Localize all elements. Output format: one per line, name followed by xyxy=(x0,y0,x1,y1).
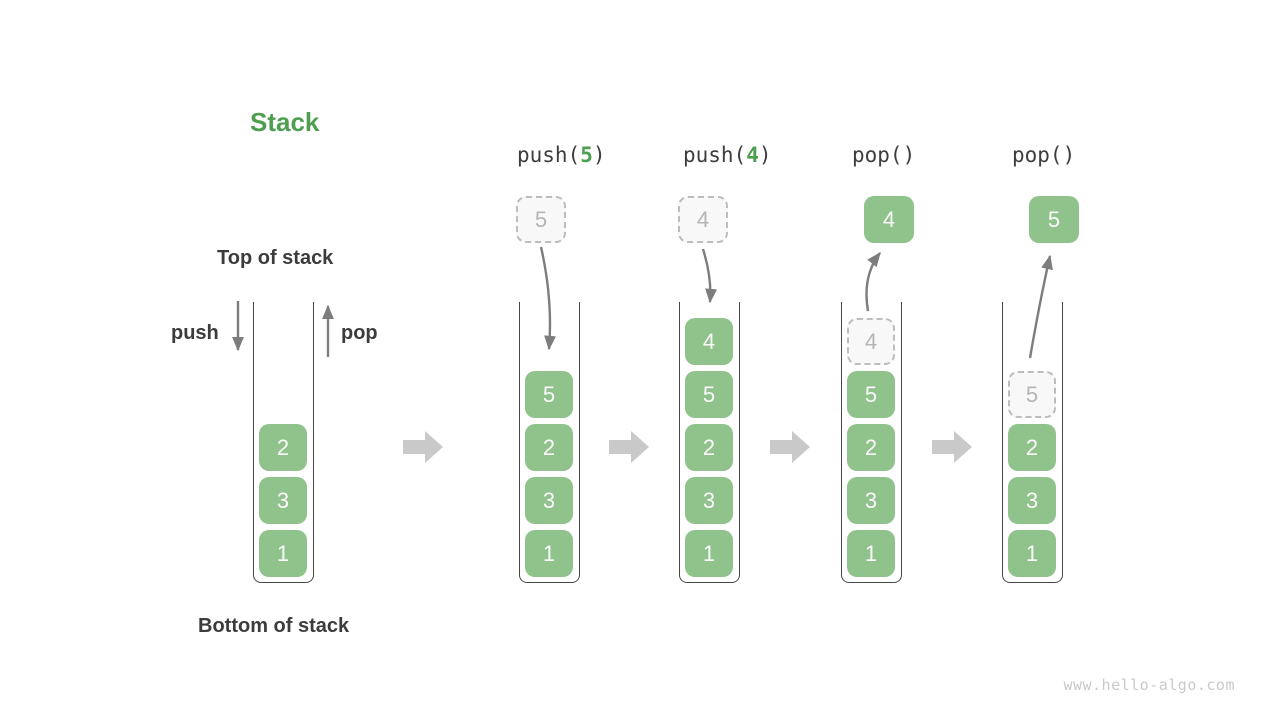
stack-block: 3 xyxy=(259,477,307,524)
op-label-pop-1: pop() xyxy=(852,143,915,167)
site-watermark: www.hello-algo.com xyxy=(1063,676,1235,694)
stack-block: 1 xyxy=(685,530,733,577)
transition-arrow-icon xyxy=(932,431,972,463)
transition-arrow-icon xyxy=(403,431,443,463)
stack-block: 1 xyxy=(525,530,573,577)
stack-container-initial: 2 3 1 xyxy=(253,302,314,583)
stack-block: 2 xyxy=(1008,424,1056,471)
op-text: push( xyxy=(683,143,747,167)
stack-block: 5 xyxy=(525,371,573,418)
transition-arrow-icon xyxy=(770,431,810,463)
stack-block: 2 xyxy=(685,424,733,471)
stack-container-pop-1: 4 5 2 3 1 xyxy=(841,302,902,583)
stack-block: 2 xyxy=(259,424,307,471)
stack-block: 1 xyxy=(1008,530,1056,577)
stack-block: 5 xyxy=(685,371,733,418)
stack-block: 3 xyxy=(847,477,895,524)
op-label-pop-2: pop() xyxy=(1012,143,1075,167)
op-label-push-5: push(5) xyxy=(517,143,606,167)
stack-block: 1 xyxy=(847,530,895,577)
pop-label: pop xyxy=(341,322,378,344)
stack-container-pop-2: 5 2 3 1 xyxy=(1002,302,1063,583)
op-label-push-4: push(4) xyxy=(683,143,772,167)
op-text: ) xyxy=(592,143,606,167)
op-text: ) xyxy=(758,143,772,167)
stack-block: 4 xyxy=(685,318,733,365)
popped-value-box: 4 xyxy=(864,196,914,243)
op-text: pop() xyxy=(1012,143,1076,167)
staged-value-box: 4 xyxy=(678,196,728,243)
top-of-stack-label: Top of stack xyxy=(217,247,334,269)
stack-block-ghost: 5 xyxy=(1008,371,1056,418)
stack-block-ghost: 4 xyxy=(847,318,895,365)
staged-value-box: 5 xyxy=(516,196,566,243)
transition-arrow-icon xyxy=(609,431,649,463)
push-label: push xyxy=(171,322,219,344)
stack-block: 3 xyxy=(685,477,733,524)
op-text: pop() xyxy=(852,143,916,167)
op-text: push( xyxy=(517,143,581,167)
bottom-of-stack-label: Bottom of stack xyxy=(198,615,350,637)
stack-block: 2 xyxy=(525,424,573,471)
diagram-title: Stack xyxy=(250,107,320,137)
push-4-flow-arrow-icon xyxy=(701,248,718,304)
stack-block: 3 xyxy=(525,477,573,524)
op-arg: 5 xyxy=(580,143,593,167)
stack-block: 3 xyxy=(1008,477,1056,524)
stack-block: 5 xyxy=(847,371,895,418)
op-arg: 4 xyxy=(746,143,759,167)
stack-block: 1 xyxy=(259,530,307,577)
stack-block: 2 xyxy=(847,424,895,471)
stack-container-push-4: 4 5 2 3 1 xyxy=(679,302,740,583)
popped-value-box: 5 xyxy=(1029,196,1079,243)
stack-container-push-5: 5 2 3 1 xyxy=(519,302,580,583)
